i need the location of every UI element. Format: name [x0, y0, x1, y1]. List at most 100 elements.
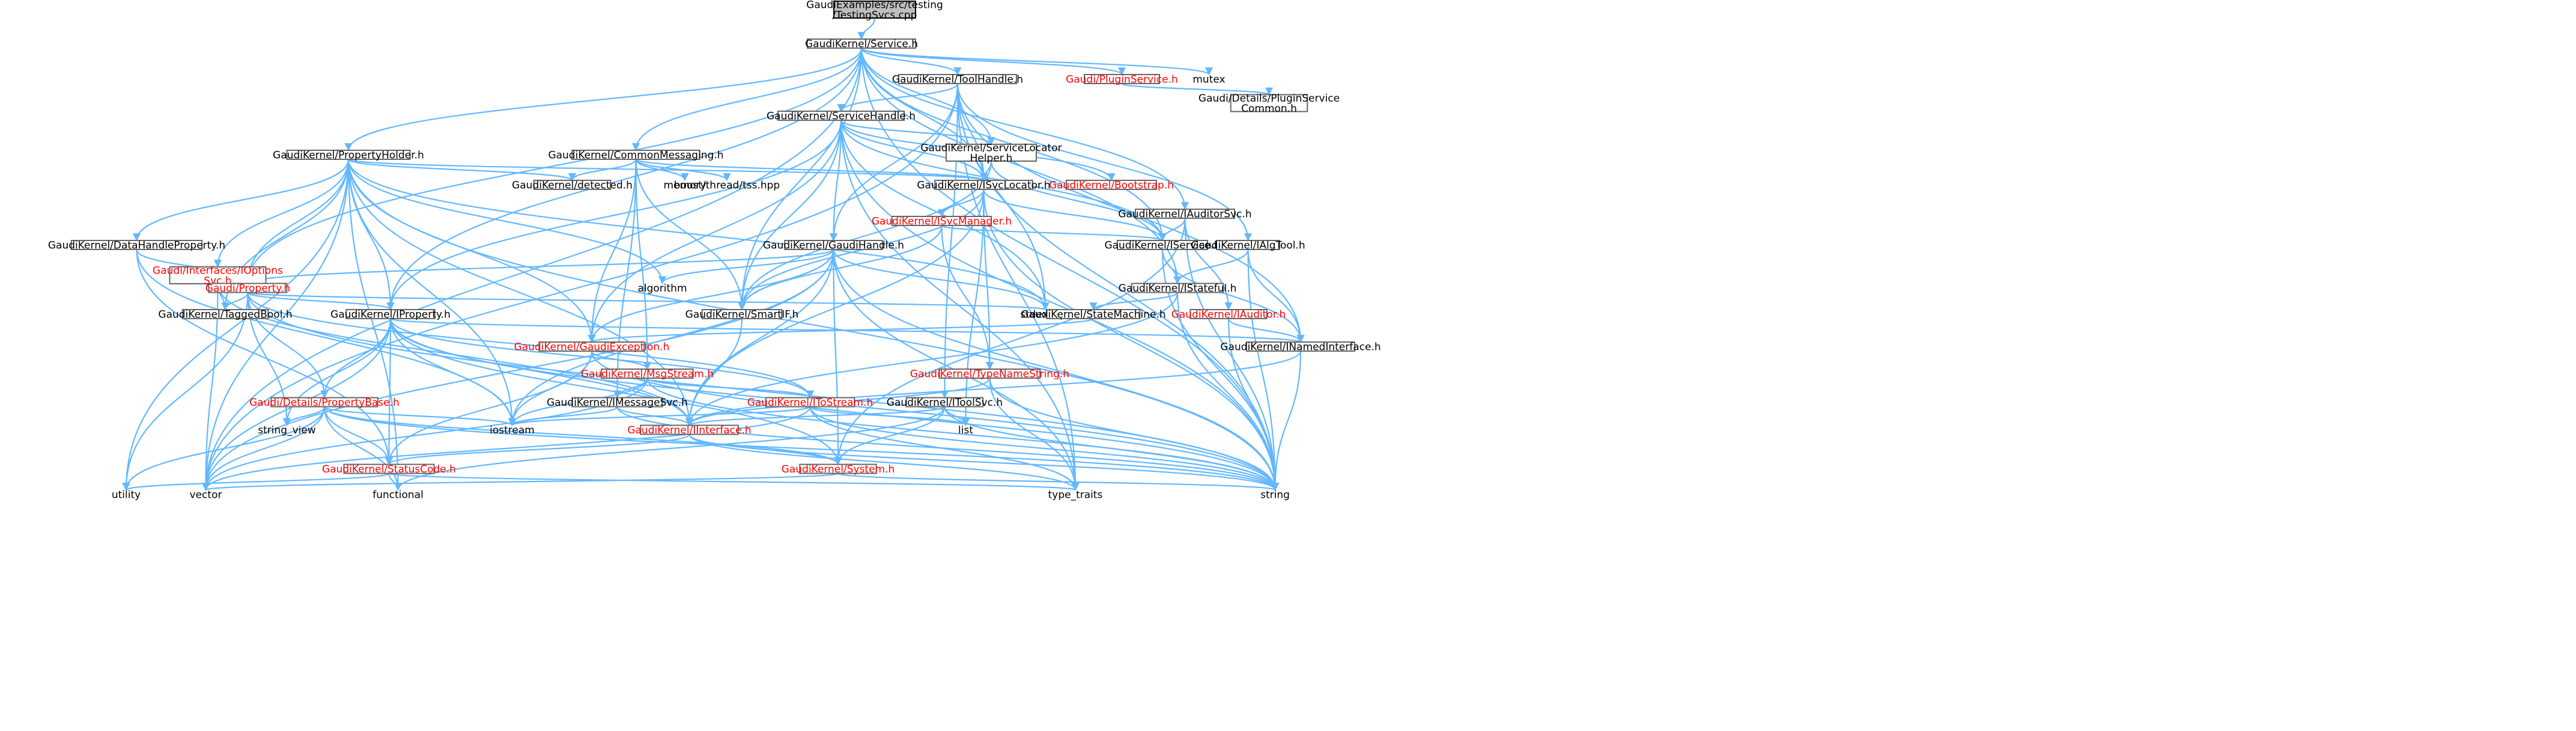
dependency-edge [738, 120, 842, 311]
dependency-edge [347, 159, 596, 343]
dependency-edge [658, 249, 834, 284]
dependency-edge [635, 158, 988, 182]
node-gaudikernel-itostream-h[interactable]: GaudiKernel/IToStream.h [747, 397, 873, 409]
dependency-edge [568, 159, 637, 182]
node-label: Gaudi/Interfaces/IOptions [153, 265, 283, 277]
node-label: GaudiKernel/System.h [782, 463, 895, 476]
node-gaudikernel-ialgtool-h[interactable]: GaudiKernel/IAlgTool.h [1191, 240, 1305, 252]
node-label: GaudiKernel/IService.h [1104, 240, 1220, 252]
node-gaudi-property-h[interactable]: Gaudi/Property.h [205, 283, 290, 295]
node-gaudi-pluginservice-h[interactable]: Gaudi/PluginService.h [1066, 74, 1178, 86]
dependency-edge [282, 406, 326, 426]
dependency-edge [323, 406, 1279, 491]
node-gaudikernel-iauditorsvc-h[interactable]: GaudiKernel/IAuditorSvc.h [1118, 209, 1251, 221]
node-gaudikernel-iauditor-h[interactable]: GaudiKernel/IAuditor.h [1171, 309, 1286, 321]
dependency-edge [860, 47, 1280, 491]
node-gaudikernel-datahandleproperty-h[interactable]: GaudiKernel/DataHandleProperty.h [48, 240, 225, 252]
dependency-edge [347, 159, 402, 491]
node-label: GaudiExamples/src/testing [806, 0, 943, 11]
dependency-edge [201, 159, 350, 491]
node-utility: utility [112, 489, 141, 501]
node-box [1246, 341, 1355, 352]
node-gaudikernel-statemachine-h[interactable]: GaudiKernel/StateMachine.h [1021, 309, 1165, 321]
dependency-edge [323, 406, 842, 465]
dependency-edge [983, 189, 1167, 242]
dependency-edge [243, 47, 863, 284]
node-label: GaudiKernel/IAuditor.h [1171, 309, 1286, 321]
node-label: GaudiKernel/INamedInterface.h [1220, 341, 1381, 353]
node-gaudikernel-detected-h[interactable]: GaudiKernel/detected.h [512, 180, 633, 192]
node-gaudikernel-iproperty-h[interactable]: GaudiKernel/IProperty.h [330, 309, 451, 321]
node-box [905, 397, 984, 408]
dependency-edge [685, 350, 1302, 426]
node-label: GaudiKernel/detected.h [512, 180, 633, 192]
node-gaudikernel-statuscode-h[interactable]: GaudiKernel/StatusCode.h [322, 463, 456, 476]
node-gaudiexamples-src-testing-testingsvcs-cpp[interactable]: GaudiExamples/src/testing/TestingSvcs.cp… [806, 0, 943, 22]
node-gaudikernel-imessagesvc-h[interactable]: GaudiKernel/IMessageSvc.h [547, 397, 688, 409]
dependency-edge [394, 406, 946, 491]
dependency-edge [323, 406, 393, 465]
dependency-edge [738, 225, 943, 311]
dependency-edge [1089, 292, 1179, 311]
node-gaudikernel-commonmessaging-h[interactable]: GaudiKernel/CommonMessaging.h [548, 150, 723, 162]
node-gaudikernel-gaudiexception-h[interactable]: GaudiKernel/GaudiException.h [514, 341, 670, 353]
node-label: Gaudi/PluginService.h [1066, 74, 1178, 86]
node-gaudikernel-service-h[interactable]: GaudiKernel/Service.h [805, 38, 918, 50]
dependency-edge [384, 318, 393, 465]
node-box [1135, 209, 1235, 219]
node-gaudikernel-typenamestring-h[interactable]: GaudiKernel/TypeNameString.h [910, 369, 1069, 381]
node-gaudikernel-itoolsvc-h[interactable]: GaudiKernel/IToolSvc.h [887, 397, 1003, 409]
dependency-edge [1176, 292, 1280, 491]
node-gaudikernel-iinterface-h[interactable]: GaudiKernel/IInterface.h [627, 424, 751, 436]
dependency-edge [1247, 249, 1305, 343]
node-gaudikernel-istateful-h[interactable]: GaudiKernel/IStateful.h [1119, 283, 1237, 295]
dependency-edge [347, 159, 1050, 311]
node-box [1084, 74, 1160, 84]
node-gaudikernel-servicehandle-h[interactable]: GaudiKernel/ServiceHandle.h [767, 111, 916, 123]
dependency-edge [840, 120, 1280, 491]
node-vector: vector [190, 489, 222, 501]
node-gaudi-details-propertybase-h[interactable]: Gaudi/Details/PropertyBase.h [249, 397, 399, 409]
node-gaudikernel-iservice-h[interactable]: GaudiKernel/IService.h [1104, 240, 1220, 252]
node-gaudikernel-isvcmanager-h[interactable]: GaudiKernel/ISvcManager.h [872, 216, 1012, 228]
node-label: GaudiKernel/IAlgTool.h [1191, 240, 1305, 252]
node-label: GaudiKernel/ServiceHandle.h [767, 111, 916, 123]
node-gaudikernel-smartif-h[interactable]: GaudiKernel/SmartIF.h [685, 309, 799, 321]
node-gaudikernel-inamedinterface-h[interactable]: GaudiKernel/INamedInterface.h [1220, 341, 1381, 353]
dependency-edge [833, 249, 1280, 491]
dependency-edge [323, 406, 516, 426]
dependency-edge [243, 159, 350, 284]
node-mutex: mutex [1192, 74, 1225, 86]
node-gaudikernel-propertyholder-h[interactable]: GaudiKernel/PropertyHolder.h [273, 150, 424, 162]
node-label: GaudiKernel/PropertyHolder.h [273, 150, 424, 162]
dependency-edge [940, 83, 959, 399]
dependency-edge [956, 83, 1050, 311]
dependency-edge [385, 433, 690, 465]
dependency-edge [202, 406, 811, 491]
node-label: GaudiKernel/StateMachine.h [1021, 309, 1165, 321]
dependency-edge [388, 473, 402, 491]
node-gaudikernel-taggedbool-h[interactable]: GaudiKernel/TaggedBool.h [158, 309, 292, 321]
node-gaudikernel-gaudihandle-h[interactable]: GaudiKernel/GaudiHandle.h [763, 240, 904, 252]
dependency-edge [860, 47, 1213, 76]
dependency-edge [388, 473, 1079, 491]
dependency-edge [344, 47, 863, 151]
node-label: GaudiKernel/IProperty.h [330, 309, 451, 321]
dependency-edge [685, 189, 985, 426]
node-gaudikernel-bootstrap-h[interactable]: GaudiKernel/Bootstrap.h [1049, 180, 1174, 192]
node-label: Helper.h [970, 153, 1013, 165]
dependency-edge [201, 249, 834, 491]
dependency-edge [389, 318, 517, 426]
node-gaudikernel-isvclocator-h[interactable]: GaudiKernel/ISvcLocator.h [917, 180, 1050, 192]
dependency-edge [833, 249, 842, 465]
dependency-edge [132, 159, 350, 242]
node-gaudikernel-system-h[interactable]: GaudiKernel/System.h [782, 463, 895, 476]
node-gaudikernel-msgstream-h[interactable]: GaudiKernel/MsgStream.h [581, 369, 714, 381]
node-boost-thread-tss-hpp: boost/thread/tss.hpp [674, 180, 780, 192]
node-gaudikernel-toolhandle-h[interactable]: GaudiKernel/ToolHandle.h [892, 74, 1023, 86]
node-functional: functional [372, 489, 424, 501]
node-label: type_traits [1048, 489, 1103, 501]
